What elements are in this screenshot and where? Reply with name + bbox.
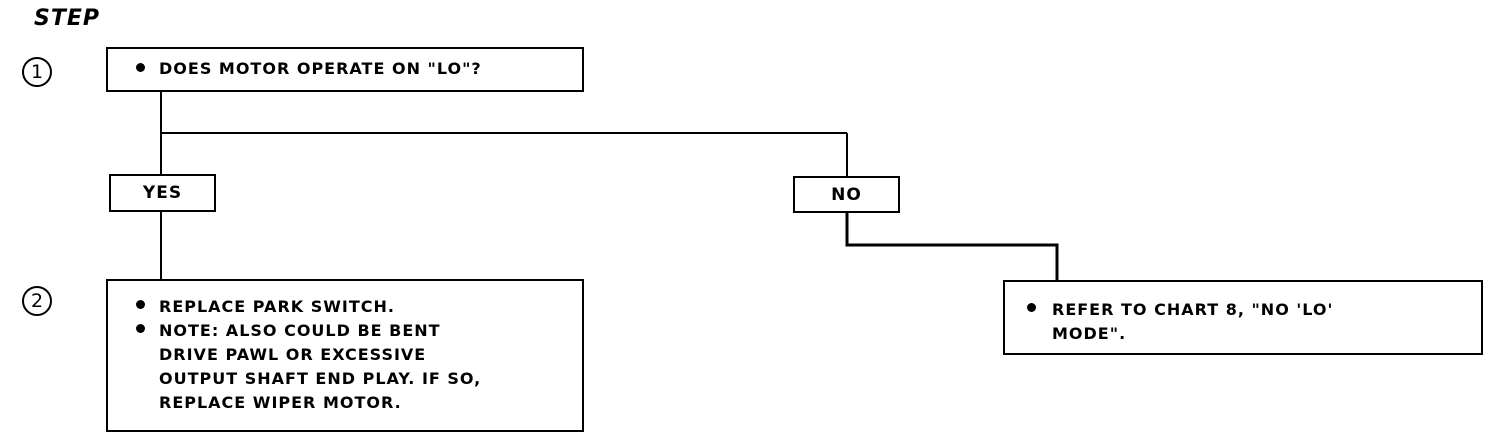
yes-result-bullet-2-line-3: OUTPUT SHAFT END PLAY. IF SO, [159, 369, 482, 388]
bullet-icon [136, 63, 145, 72]
yes-label: YES [142, 183, 183, 203]
connector-no-to-result [845, 213, 1059, 280]
no-branch-box: NO [793, 176, 900, 213]
bullet-icon [136, 324, 145, 333]
yes-result-bullet-2-line-4: REPLACE WIPER MOTOR. [159, 393, 402, 412]
no-result-line-1: REFER TO CHART 8, "NO 'LO' [1052, 300, 1334, 319]
no-result-line-2: MODE". [1052, 324, 1127, 343]
no-result-box: REFER TO CHART 8, "NO 'LO' MODE". [1003, 280, 1483, 355]
bullet-icon [136, 300, 145, 309]
yes-result-bullet-2-line-2: DRIVE PAWL OR EXCESSIVE [159, 345, 427, 364]
yes-result-bullet-1: REPLACE PARK SWITCH. [159, 297, 395, 316]
step-2-marker: 2 [22, 286, 52, 316]
question-box: DOES MOTOR OPERATE ON "LO"? [106, 47, 584, 92]
no-label: NO [831, 184, 862, 205]
yes-result-box: REPLACE PARK SWITCH. NOTE: ALSO COULD BE… [106, 279, 584, 432]
step-1-marker: 1 [22, 57, 52, 87]
yes-result-bullet-2-line-1: NOTE: ALSO COULD BE BENT [159, 321, 441, 340]
bullet-icon [1027, 303, 1036, 312]
question-text: DOES MOTOR OPERATE ON "LO"? [159, 59, 482, 78]
step-header: STEP [34, 6, 101, 31]
yes-branch-box: YES [109, 174, 216, 212]
